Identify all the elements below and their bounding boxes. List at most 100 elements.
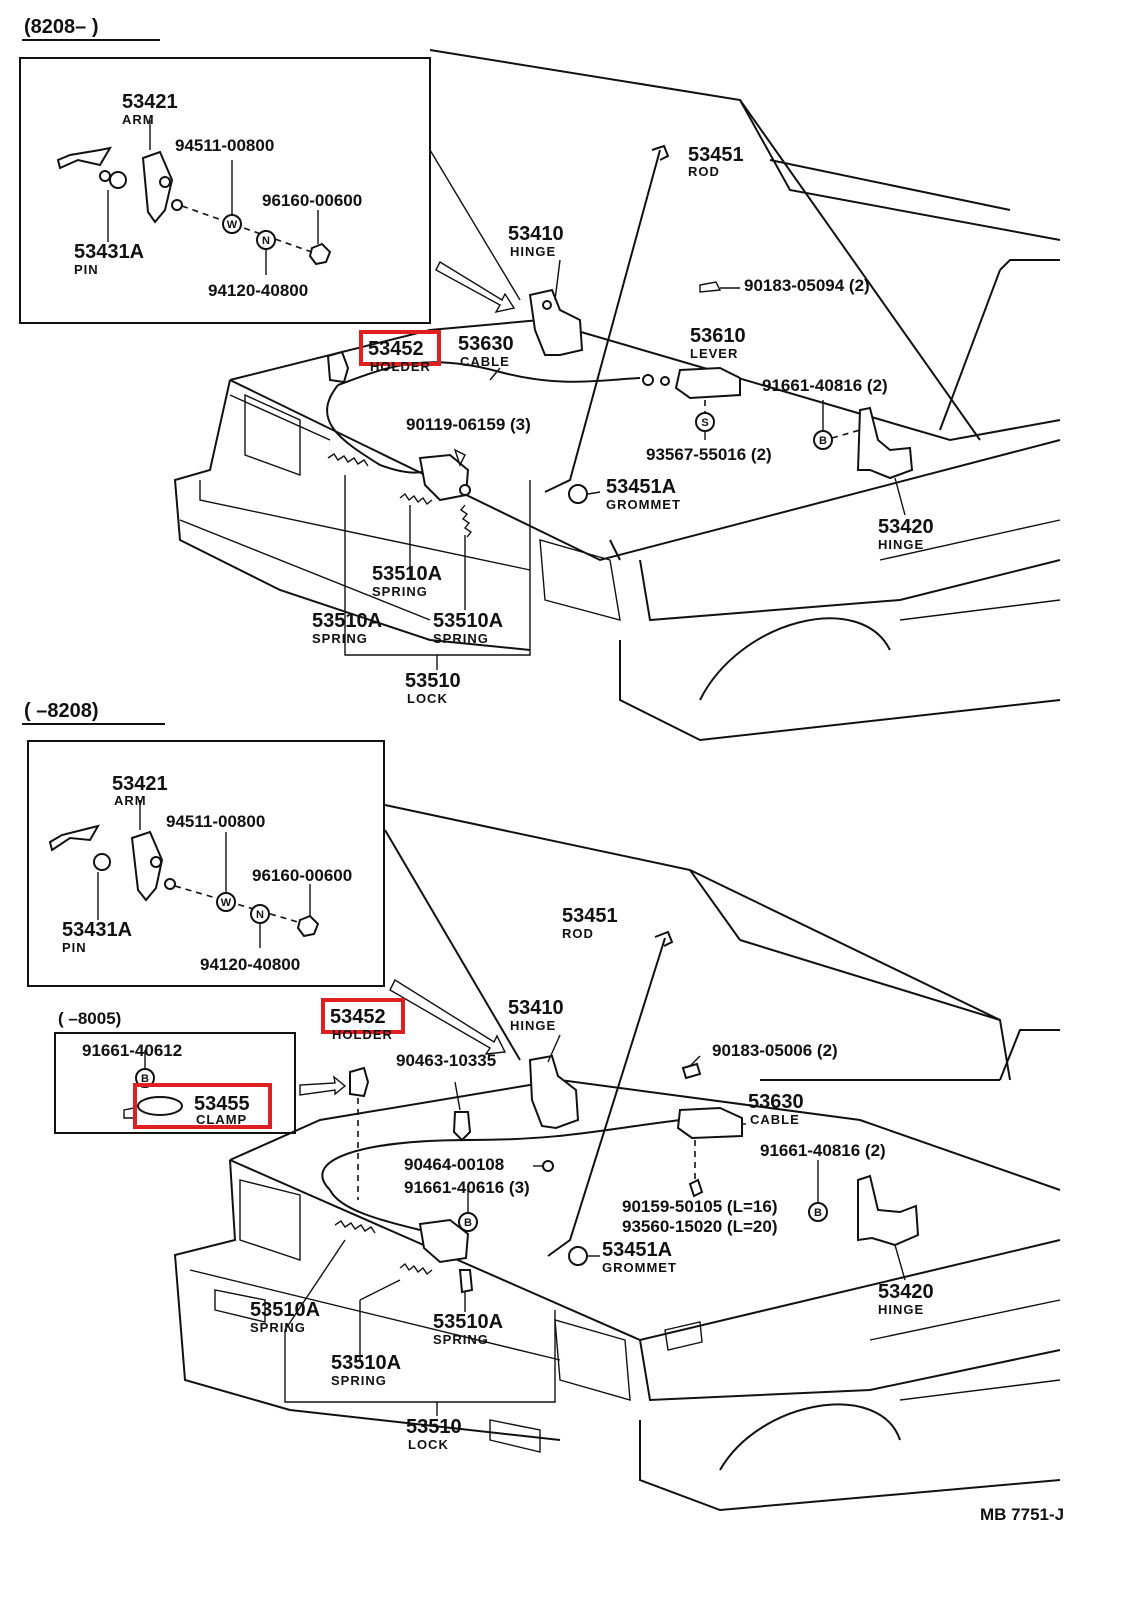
bottom-section: ( –8208) <box>22 700 1061 1512</box>
bottom-sub-clamp-name: CLAMP <box>196 1112 247 1127</box>
top-spring1-num: 53510A <box>372 563 442 585</box>
diagram-footer-code: MB 7751-J <box>980 1505 1064 1524</box>
top-inset-washer <box>222 214 242 234</box>
bottom-sub-clamp-num: 53455 <box>194 1093 250 1115</box>
top-holder-name: HOLDER <box>370 359 431 374</box>
bottom-spring2-num: 53510A <box>331 1352 401 1374</box>
top-lock-num: 53510 <box>405 670 461 692</box>
top-holder-highlight <box>359 330 441 366</box>
top-spring2-num: 53510A <box>312 610 382 632</box>
bottom-hinge2-num: 53420 <box>878 1281 934 1303</box>
top-rod <box>544 149 661 493</box>
svg-text:W: W <box>227 219 238 231</box>
bottom-screw2-num: 90159-50105 (L=16) <box>622 1197 777 1216</box>
top-cable <box>337 361 641 386</box>
top-hinge2 <box>856 406 914 480</box>
bottom-lever-screw <box>681 1062 702 1080</box>
top-spring-2 <box>399 492 433 506</box>
top-callout-arrow <box>435 261 516 314</box>
bottom-spring-1 <box>334 1220 376 1234</box>
top-spring1-name: SPRING <box>372 584 428 599</box>
bottom-inset-n-num: 94120-40800 <box>200 955 300 974</box>
svg-text:N: N <box>262 235 270 247</box>
top-hinge2-num: 53420 <box>878 516 934 538</box>
bottom-lock-num: 53510 <box>406 1416 462 1438</box>
bottom-inset: W N 53421 ARM 94511-00800 96160-00600 53… <box>27 740 385 987</box>
bottom-sub-arrow <box>299 1075 347 1096</box>
bottom-rod-name: ROD <box>562 926 594 941</box>
bottom-hinge2 <box>857 1174 920 1247</box>
svg-text:B: B <box>819 435 827 447</box>
bottom-holder-highlight <box>321 998 405 1034</box>
bottom-bolt-b-num: 91661-40616 (3) <box>404 1178 530 1197</box>
bottom-sub-inset: ( –8005) B 91661-40612 53455 CLAMP <box>54 1009 296 1134</box>
top-spring-3 <box>459 504 473 538</box>
svg-text:B: B <box>141 1073 149 1085</box>
top-hinge-name: HINGE <box>510 244 556 259</box>
top-grommet <box>568 484 588 504</box>
top-bolt-a: 91661-40816 (2) <box>762 376 888 395</box>
svg-text:W: W <box>221 897 232 909</box>
bottom-spring1-num: 53510A <box>250 1299 320 1321</box>
top-inset-frame <box>19 57 431 324</box>
bottom-inset-w-num: 94511-00800 <box>166 812 265 831</box>
bottom-inset-frame <box>27 740 385 987</box>
top-lever-name: LEVER <box>690 346 738 361</box>
top-holder-num: 53452 <box>368 338 424 360</box>
top-clip-num: 93567-55016 (2) <box>646 445 772 464</box>
top-car-body <box>173 49 1061 742</box>
bottom-grommet <box>568 1246 588 1266</box>
svg-text:B: B <box>814 1207 822 1219</box>
top-hinge2-name: HINGE <box>878 537 924 552</box>
bottom-sub-header: ( –8005) <box>58 1009 121 1028</box>
top-inset-arm <box>141 150 174 224</box>
top-lever-num: 53610 <box>690 325 746 347</box>
bottom-hinge-name: HINGE <box>510 1018 556 1033</box>
bottom-cable <box>321 1119 681 1191</box>
bottom-spring3-num: 53510A <box>433 1311 503 1333</box>
bottom-inset-nut-n <box>250 904 270 924</box>
top-rod-num: 53451 <box>688 144 744 166</box>
top-cable-num: 53630 <box>458 333 514 355</box>
top-bolt-b-num: 90119-06159 (3) <box>406 415 531 434</box>
bottom-inset-latch-bracket <box>48 824 101 852</box>
top-holder <box>326 350 350 384</box>
bottom-hinge2-name: HINGE <box>878 1302 924 1317</box>
bottom-spring-3 <box>458 1269 474 1294</box>
top-lever <box>674 366 741 400</box>
svg-text:N: N <box>256 909 264 921</box>
bottom-holder-num: 53452 <box>330 1006 386 1028</box>
top-inset-latch-bracket <box>56 146 112 170</box>
bottom-inset-pin-name: PIN <box>62 940 87 955</box>
top-screw-num: 90183-05094 (2) <box>744 276 870 295</box>
bottom-holder-name: HOLDER <box>332 1027 393 1042</box>
bottom-holder <box>349 1066 370 1098</box>
bottom-clamp-highlight <box>133 1083 272 1129</box>
bottom-clip <box>452 1111 472 1142</box>
bottom-callout-arrow <box>389 978 507 1055</box>
top-inset: W N 53421 ARM 94511-00800 96160-00600 53… <box>19 57 431 324</box>
top-hinge <box>528 288 584 356</box>
bottom-cable-name: CABLE <box>750 1112 800 1127</box>
top-inset-n-num: 94120-40800 <box>208 281 308 300</box>
top-grommet-name: GROMMET <box>606 497 681 512</box>
top-rod-name: ROD <box>688 164 720 179</box>
bottom-inset-pin <box>93 853 111 871</box>
top-inset-nut-num: 96160-00600 <box>262 191 362 210</box>
bottom-sub-clamp <box>137 1096 183 1116</box>
top-cable-name: CABLE <box>460 354 510 369</box>
top-lock-name: LOCK <box>407 691 448 706</box>
bottom-rod-num: 53451 <box>562 905 618 927</box>
top-spring-1 <box>327 453 369 467</box>
top-grommet-num: 53451A <box>606 476 676 498</box>
top-inset-pin-num: 53431A <box>74 241 144 263</box>
top-hinge-num: 53410 <box>508 223 564 245</box>
top-inset-nut-n <box>256 230 276 250</box>
top-inset-w-num: 94511-00800 <box>175 136 274 155</box>
bottom-spring2-name: SPRING <box>331 1373 387 1388</box>
bottom-screw-num: 90183-05006 (2) <box>712 1041 838 1060</box>
svg-text:B: B <box>464 1217 472 1229</box>
bottom-spring-2 <box>399 1262 433 1276</box>
bottom-section-header: ( –8208) <box>24 700 99 722</box>
